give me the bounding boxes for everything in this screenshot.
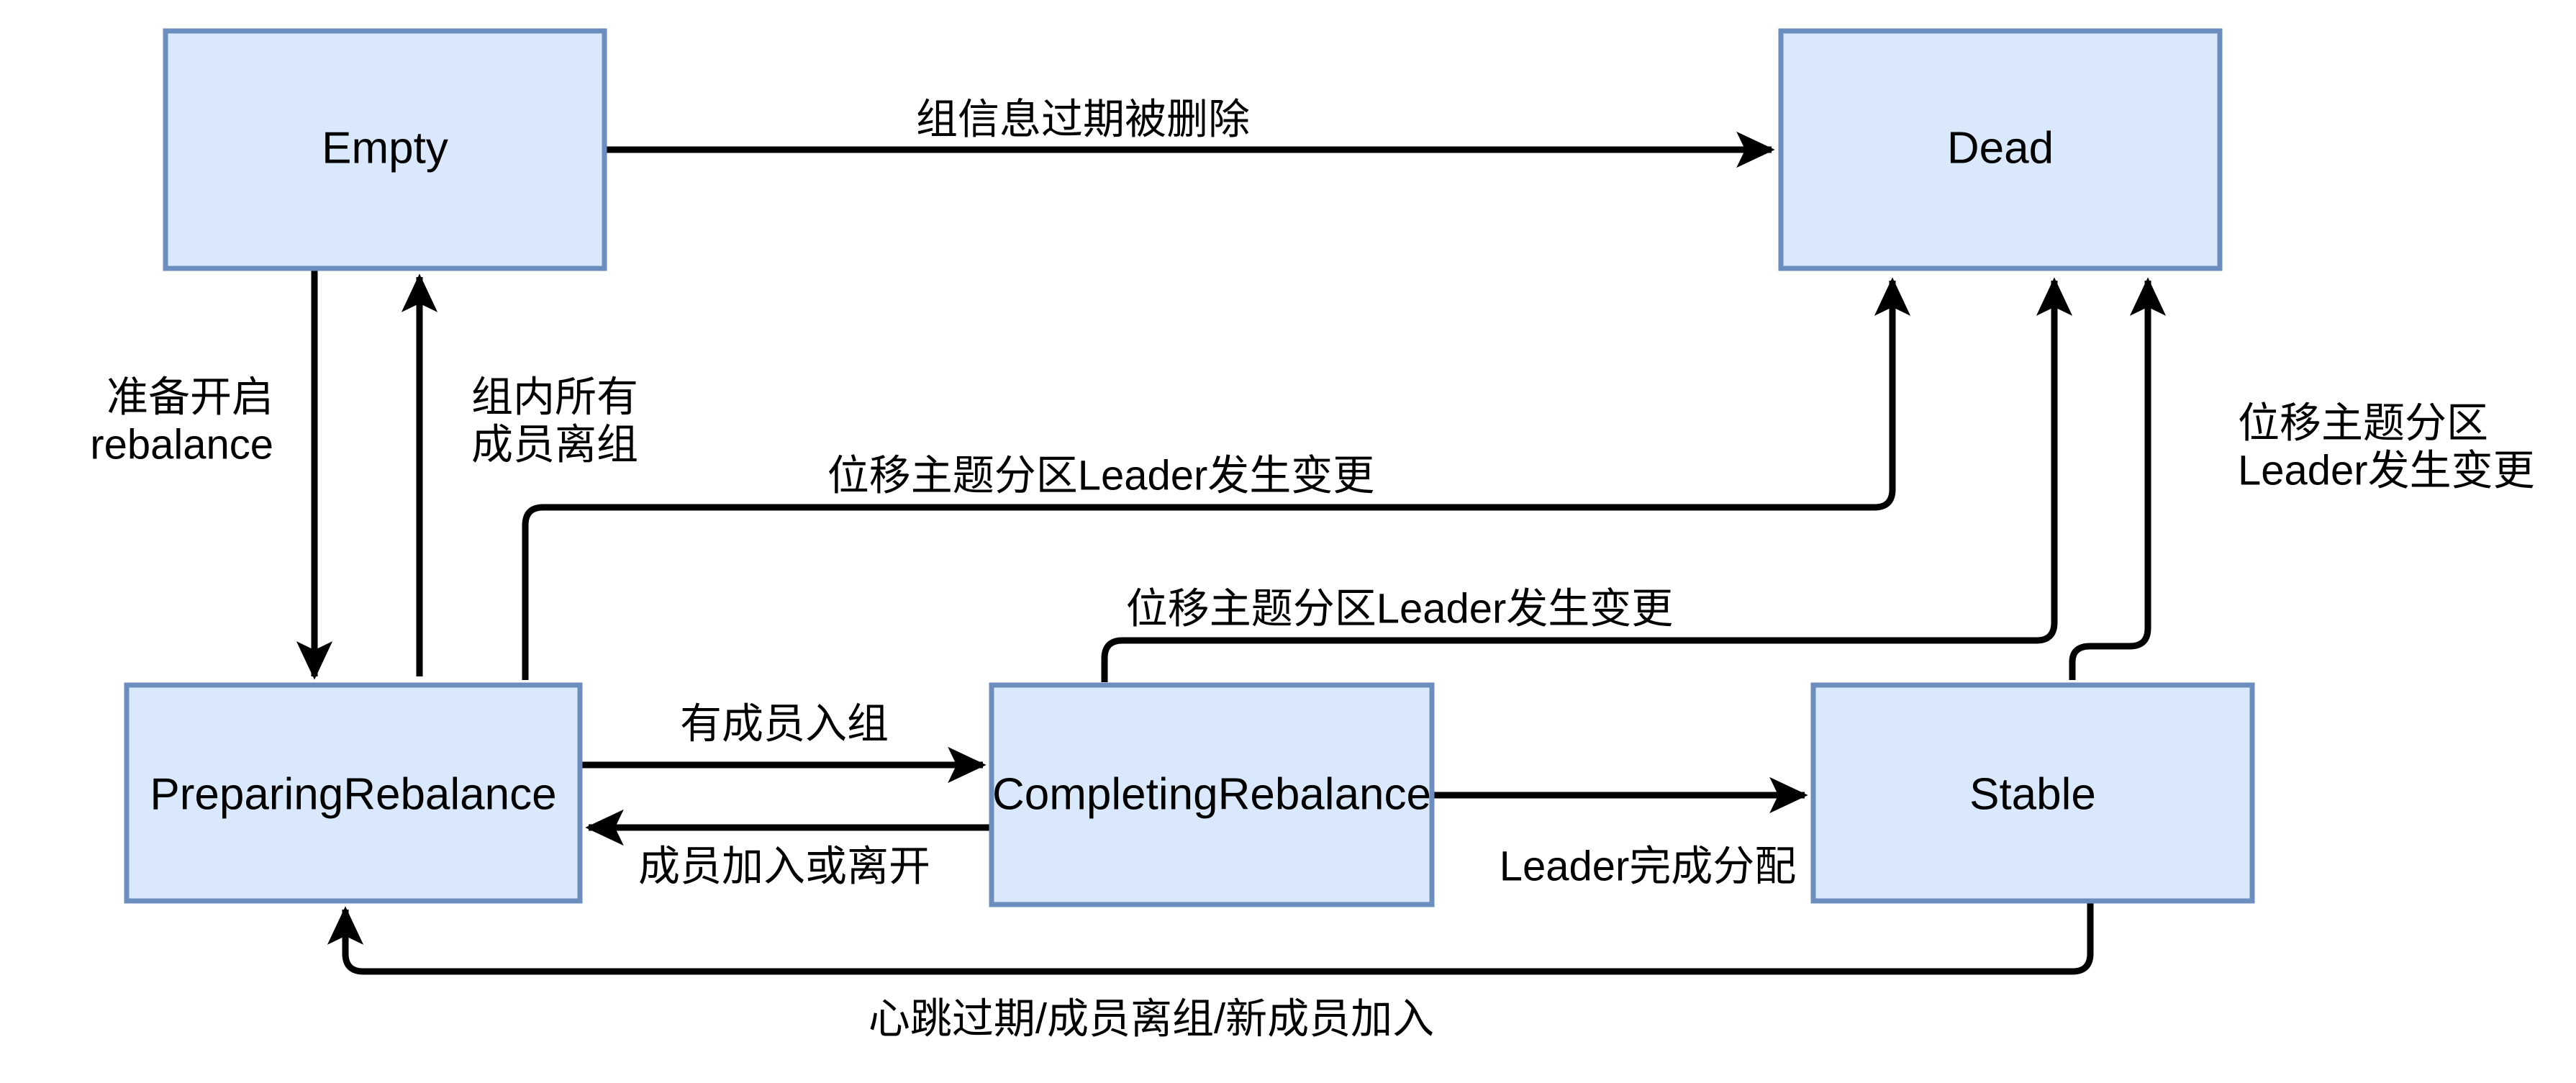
transition-completing-to-stable: Leader完成分配 — [1432, 776, 1808, 889]
transition-empty-to-dead: 组信息过期被删除 — [604, 96, 1775, 168]
state-node-empty[interactable]: Empty — [163, 28, 607, 271]
edge-label-completing-to-dead: 位移主题分区Leader发生变更 — [1126, 585, 1674, 632]
edge-label-empty-to-preparing-line2: rebalance — [90, 421, 273, 468]
edge-label-empty-to-dead: 组信息过期被删除 — [916, 96, 1250, 142]
state-box-empty[interactable] — [163, 28, 607, 271]
state-node-completing-rebalance[interactable]: CompletingRebalance — [989, 682, 1435, 907]
state-label-preparing-rebalance: PreparingRebalance — [150, 769, 556, 819]
state-node-dead[interactable]: Dead — [1778, 28, 2223, 271]
edge-label-completing-to-preparing: 成员加入或离开 — [638, 843, 930, 889]
edge-label-preparing-to-dead: 位移主题分区Leader发生变更 — [827, 452, 1375, 499]
edge-label-stable-to-dead-line2: Leader发生变更 — [2238, 447, 2535, 494]
state-label-stable: Stable — [1969, 769, 2096, 819]
edge-label-stable-to-preparing: 心跳过期/成员离组/新成员加入 — [869, 995, 1434, 1042]
edge-label-stable-to-dead-line1: 位移主题分区 — [2238, 399, 2488, 446]
transition-completing-to-preparing: 成员加入或离开 — [585, 809, 992, 889]
transition-empty-to-preparing: 准备开启 rebalance — [90, 268, 333, 680]
state-label-dead: Dead — [1947, 123, 2054, 173]
edge-label-preparing-to-empty-line1: 组内所有 — [471, 373, 638, 420]
transition-stable-to-dead: 位移主题分区 Leader发生变更 — [2069, 277, 2535, 680]
transition-preparing-to-completing: 有成员入组 — [580, 700, 987, 784]
state-label-completing-rebalance: CompletingRebalance — [992, 769, 1431, 819]
edge-line-stable-to-preparing — [327, 901, 2094, 975]
state-label-empty: Empty — [322, 123, 448, 173]
edge-label-empty-to-preparing-line1: 准备开启 — [106, 373, 273, 420]
state-node-stable[interactable]: Stable — [1810, 682, 2255, 904]
edge-label-preparing-to-completing: 有成员入组 — [680, 700, 889, 747]
transition-preparing-to-empty: 组内所有 成员离组 — [401, 273, 638, 676]
transition-stable-to-preparing: 心跳过期/成员离组/新成员加入 — [327, 901, 2094, 1042]
state-box-dead[interactable] — [1778, 28, 2223, 271]
edge-label-completing-to-stable: Leader完成分配 — [1500, 843, 1797, 889]
transition-preparing-to-dead: 位移主题分区Leader发生变更 — [522, 277, 1911, 680]
edge-line-preparing-to-dead — [522, 277, 1911, 680]
state-box-preparing-rebalance[interactable] — [124, 682, 583, 904]
state-node-preparing-rebalance[interactable]: PreparingRebalance — [124, 682, 583, 904]
edge-line-stable-to-dead — [2069, 277, 2167, 680]
edge-label-preparing-to-empty-line2: 成员离组 — [471, 421, 638, 468]
state-box-completing-rebalance[interactable] — [989, 682, 1435, 907]
state-box-stable[interactable] — [1810, 682, 2255, 904]
transition-completing-to-dead: 位移主题分区Leader发生变更 — [1101, 277, 2073, 682]
edge-line-completing-to-dead — [1101, 277, 2073, 682]
